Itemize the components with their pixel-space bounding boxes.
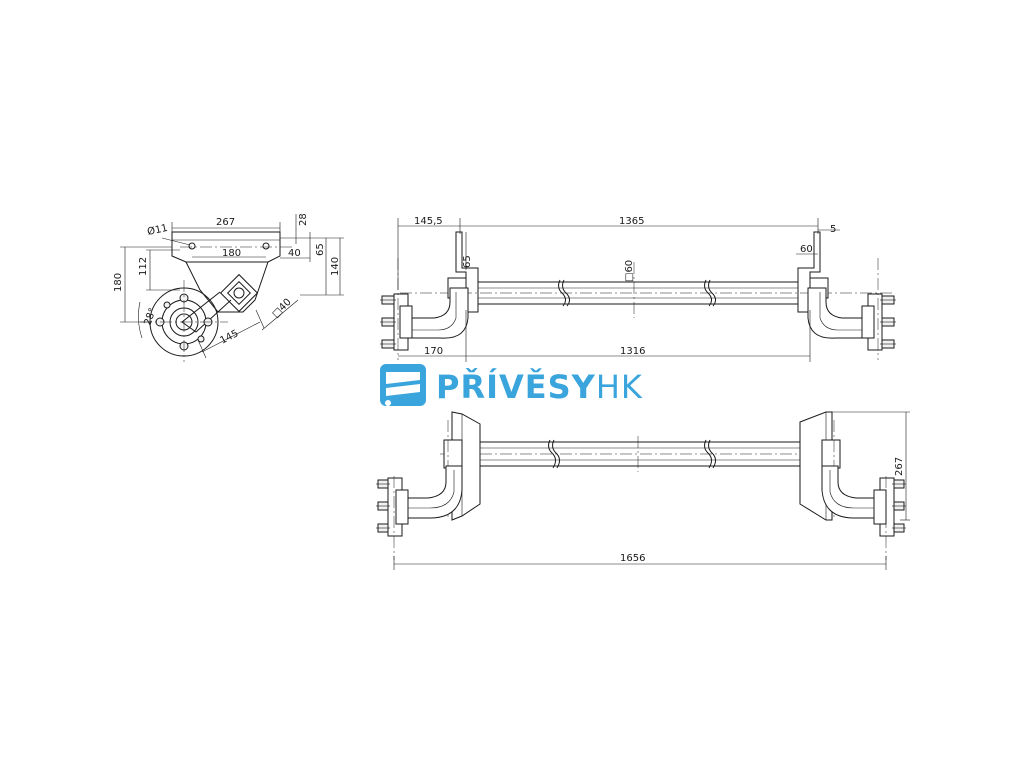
- dim-bracket-w: 60: [800, 244, 813, 255]
- dim-hole-spacing: 180: [222, 248, 241, 259]
- trailer-logo-icon: [380, 364, 426, 406]
- dim-140: 140: [330, 257, 341, 276]
- dim-hole-dia: Ø11: [146, 222, 169, 238]
- square-tube-section: [219, 273, 259, 313]
- dim-112: 112: [138, 257, 149, 276]
- brand-logo: PŘÍVĚSYHK: [380, 364, 643, 406]
- dim-tube: □60: [624, 260, 635, 282]
- dim-offset-40: 40: [288, 248, 301, 259]
- logo-main-text: PŘÍVĚSYHK: [436, 368, 643, 406]
- dim-28: 28: [298, 213, 309, 226]
- left-arm-bottom: [403, 465, 463, 519]
- right-studs-bottom: [892, 479, 906, 533]
- dim-bracket-length: 267: [894, 457, 905, 476]
- dim-mount-span: 1316: [620, 346, 645, 357]
- bottom-view: 1656 267: [376, 411, 910, 570]
- dim-arm: 145: [218, 328, 240, 346]
- right-bracket: [797, 231, 821, 313]
- front-view: 145,5 1365 5 65 60 □60 170 1316: [380, 216, 896, 362]
- dim-180: 180: [113, 273, 124, 292]
- side-body: [185, 261, 269, 313]
- dim-width: 267: [216, 217, 235, 228]
- left-bracket: [455, 231, 479, 313]
- dim-mount-offset: 170: [424, 346, 443, 357]
- bolt-hole: [188, 242, 196, 250]
- swing-arm: [181, 291, 232, 333]
- right-wheel-studs: [880, 295, 896, 349]
- bolt-hole: [262, 242, 270, 250]
- left-studs-bottom: [376, 479, 390, 533]
- dim-gap-5: 5: [830, 224, 836, 235]
- left-crank-arm: [409, 287, 469, 339]
- dim-bracket-h: 65: [462, 255, 473, 268]
- dim-total-width: 1656: [620, 553, 645, 564]
- dim-65: 65: [315, 243, 326, 256]
- left-wheel-studs: [380, 295, 396, 349]
- right-crank-arm: [807, 287, 867, 339]
- right-arm-bottom: [821, 465, 879, 519]
- side-view: 267 180 Ø11 40 28 65 140 112 180 28° 145…: [113, 213, 344, 362]
- dim-left-offset: 145,5: [414, 216, 443, 227]
- dim-square: □40: [270, 297, 293, 320]
- dim-bracket-span: 1365: [619, 216, 644, 227]
